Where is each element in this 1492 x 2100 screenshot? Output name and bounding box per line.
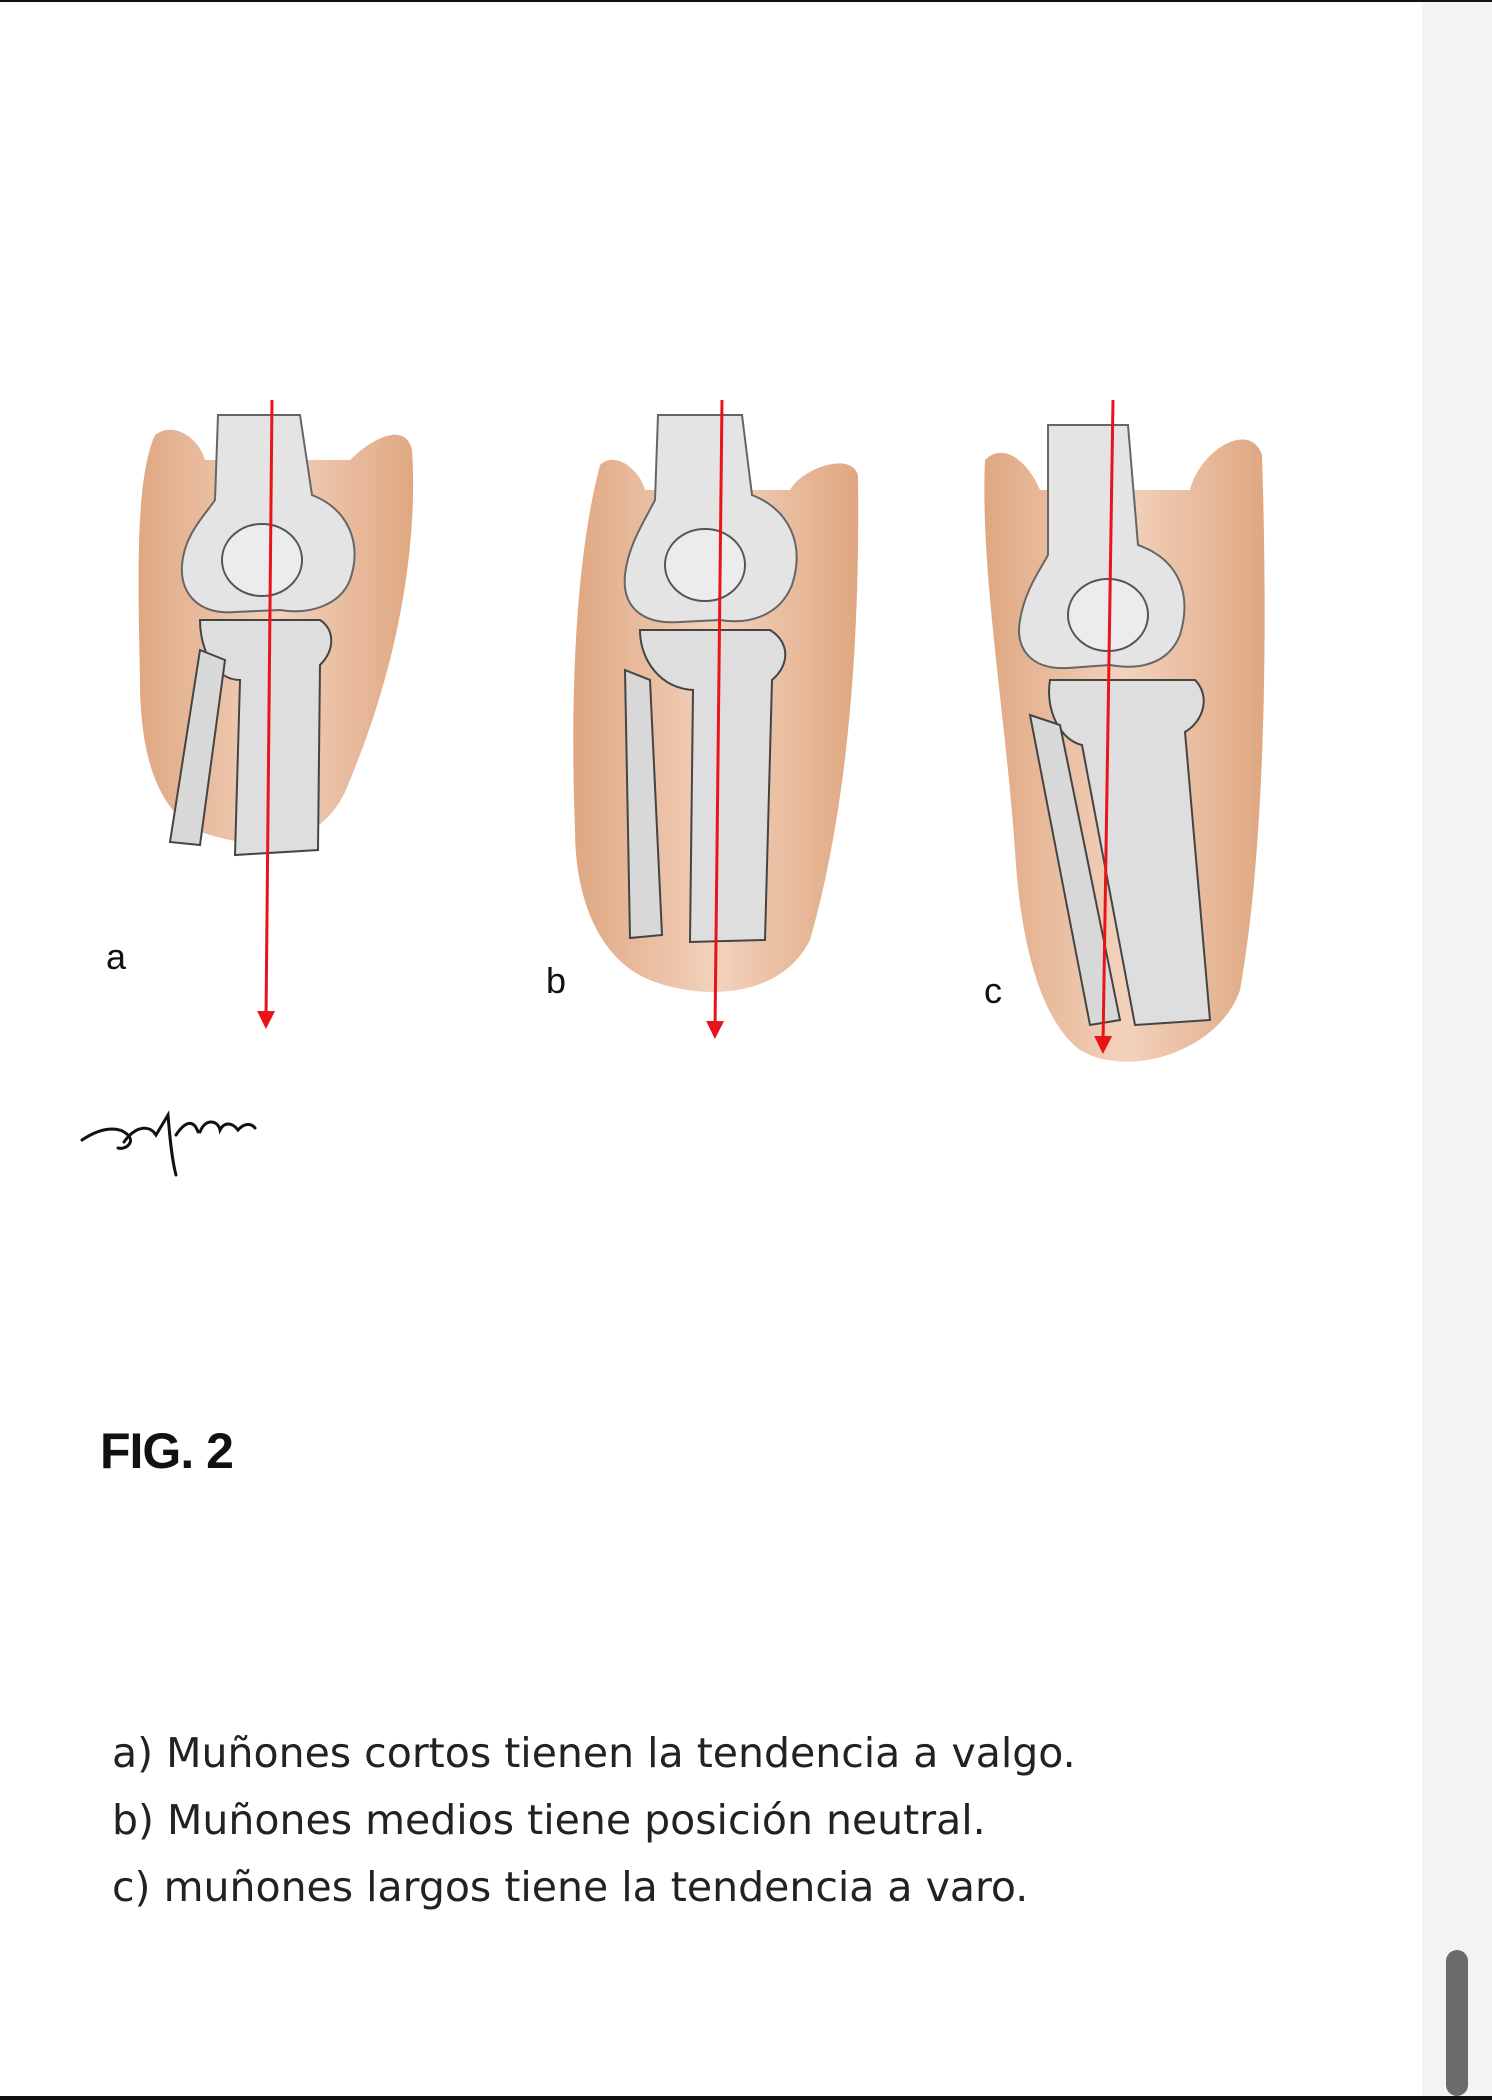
caption-line-a: a) Muñones cortos tienen la tendencia a …	[112, 1729, 1076, 1777]
stump-a	[138, 399, 414, 1029]
caption: a) Muñones cortos tienen la tendencia a …	[112, 1720, 1076, 1921]
scrollbar-thumb[interactable]	[1446, 1950, 1468, 2096]
stump-b	[573, 399, 859, 1039]
axis-line-b	[706, 399, 725, 1039]
stump-a-tibia	[198, 619, 333, 857]
signature	[80, 1110, 257, 1177]
caption-line-b: b) Muñones medios tiene posición neutral…	[112, 1796, 986, 1844]
stump-b-fibula	[623, 668, 664, 940]
stump-a-fibula	[168, 648, 227, 847]
panel-label-c: c	[984, 970, 1002, 1011]
scrollbar-track[interactable]	[1422, 2, 1492, 2096]
panel-label-b: b	[546, 960, 567, 1001]
panel-label-a: a	[106, 936, 127, 977]
top-border	[0, 0, 1492, 2]
stump-a-patella	[221, 523, 303, 597]
figure-title: FIG. 2	[100, 1423, 234, 1479]
stump-b-patella	[664, 528, 746, 602]
bottom-border	[0, 2096, 1492, 2100]
stump-c	[984, 399, 1265, 1062]
stump-b-tibia	[638, 629, 787, 944]
stump-c-tibia	[1048, 679, 1212, 1027]
stump-c-fibula	[1028, 713, 1122, 1027]
caption-line-c: c) muñones largos tiene la tendencia a v…	[112, 1863, 1029, 1911]
knee-stump-figure	[80, 399, 1265, 1177]
axis-line-a	[257, 399, 276, 1029]
axis-line-c	[1094, 399, 1115, 1054]
